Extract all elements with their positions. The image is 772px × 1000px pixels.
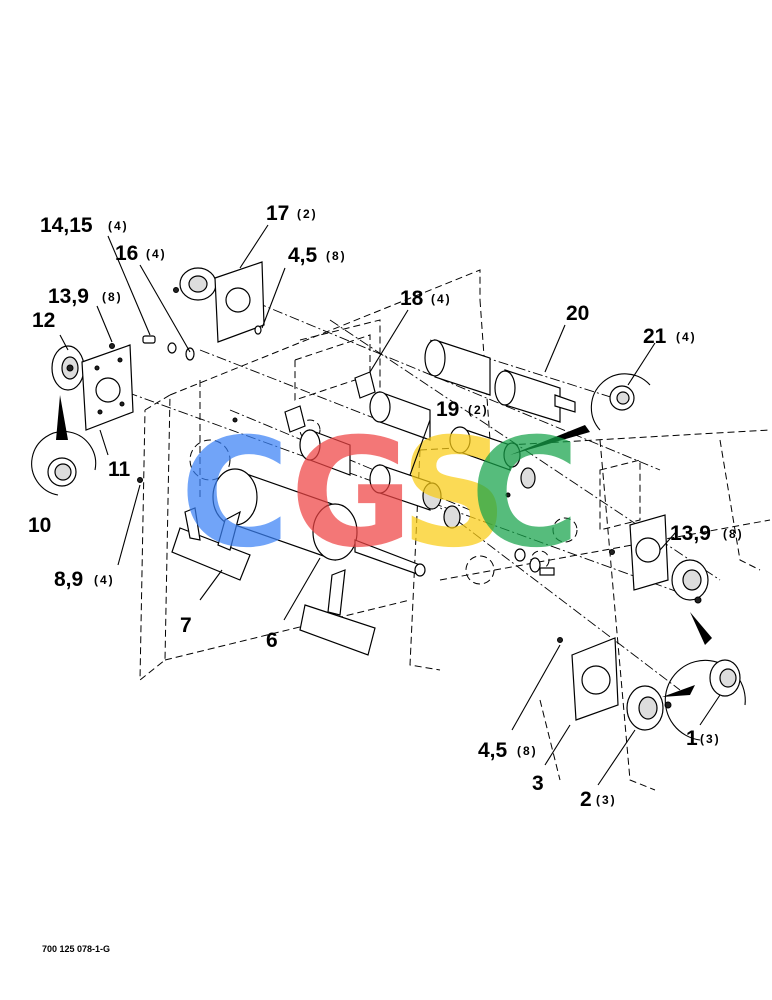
bracket-lower <box>299 569 376 656</box>
hardware-misc <box>232 417 563 643</box>
label-1-qty: (3) <box>700 732 721 746</box>
label-14-15-qty: (4) <box>108 219 129 233</box>
watermark-letter-g: G <box>290 407 413 581</box>
figure-code: 700 125 078-1-G <box>42 944 110 954</box>
label-18: 18 <box>400 287 424 310</box>
label-14-15: 14,15 <box>40 214 93 237</box>
label-4-5-top: 4,5 <box>288 244 318 267</box>
label-11: 11 <box>108 458 131 481</box>
watermark-letter-c2: C <box>470 407 580 581</box>
label-2: 2 <box>580 788 592 811</box>
label-4-5-bottom: 4,5 <box>478 739 508 762</box>
label-2-qty: (3) <box>596 793 617 807</box>
label-13-9-left-qty: (8) <box>102 290 123 304</box>
label-18-qty: (4) <box>431 292 452 306</box>
label-13-9-right-qty: (8) <box>723 527 744 541</box>
detail-circle-10 <box>31 395 97 496</box>
label-12: 12 <box>32 309 55 332</box>
leader-lines <box>59 224 721 786</box>
label-1: 1 <box>686 727 698 750</box>
flange-bearing-12 <box>51 345 85 391</box>
plate-3 <box>571 637 619 721</box>
flange-bearing-17 <box>173 261 265 343</box>
roller-6 <box>212 468 426 577</box>
label-17-qty: (2) <box>297 207 318 221</box>
fasteners-14-16 <box>109 325 262 483</box>
bushings-18 <box>284 371 376 433</box>
bracket-7 <box>171 507 251 581</box>
label-20: 20 <box>566 302 589 325</box>
roller-20 <box>424 339 576 423</box>
plate-right <box>609 514 709 604</box>
label-10: 10 <box>28 514 51 537</box>
label-16-qty: (4) <box>146 247 167 261</box>
roller-mid <box>369 391 536 489</box>
label-16: 16 <box>115 242 138 265</box>
label-3: 3 <box>532 772 544 795</box>
label-21: 21 <box>643 325 667 348</box>
label-8-9: 8,9 <box>54 568 83 591</box>
label-17: 17 <box>266 202 289 225</box>
roller-19 <box>299 429 461 529</box>
label-8-9-qty: (4) <box>94 573 115 587</box>
detail-circle-21 <box>510 373 651 455</box>
label-21-qty: (4) <box>676 330 697 344</box>
watermark: C G S C <box>180 407 580 581</box>
label-13-9-right: 13,9 <box>670 522 711 545</box>
label-4-5-top-qty: (8) <box>326 249 347 263</box>
plate-11 <box>81 344 134 431</box>
detail-circle-1 <box>662 612 746 741</box>
label-13-9-left: 13,9 <box>48 285 89 308</box>
watermark-letter-s: S <box>400 407 508 581</box>
flange-bearing-2 <box>626 685 672 731</box>
label-19-qty: (2) <box>468 403 489 417</box>
watermark-letter-c1: C <box>180 407 290 581</box>
label-6: 6 <box>266 629 278 652</box>
label-19: 19 <box>436 398 459 421</box>
label-4-5-bottom-qty: (8) <box>517 744 538 758</box>
label-7: 7 <box>180 614 192 637</box>
callout-labels: 14,15 (4) 16 (4) 17 (2) 4,5 (8) 13,9 (8)… <box>28 202 744 811</box>
